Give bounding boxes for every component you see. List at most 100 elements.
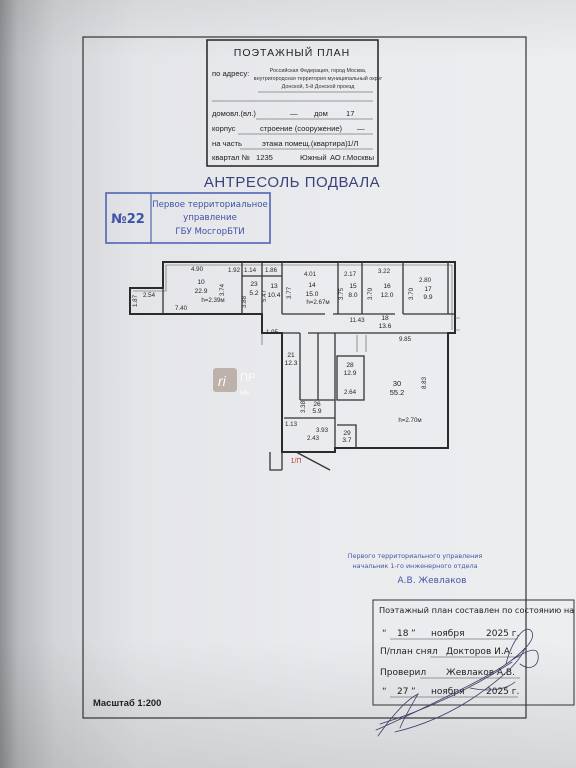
room-area: 12.3 <box>285 360 298 367</box>
room-number: 17 <box>424 286 432 293</box>
room-area: 5.2 <box>249 290 258 297</box>
survey-box-frame <box>372 599 575 706</box>
handwritten-signatures <box>375 629 539 737</box>
room-29-walls <box>337 424 357 448</box>
domovl-label: домовл.(вл.) <box>212 109 256 118</box>
dimension-label: 4.01 <box>304 271 317 278</box>
bti-stamp: №22 Первое территориальное управление ГБ… <box>105 192 271 244</box>
survey-caption: Поэтажный план составлен по состоянию на <box>379 605 574 615</box>
dimension-label: 3.38 <box>300 400 307 413</box>
stamp-line-3: ГБУ МосгорБТИ <box>175 227 244 237</box>
dimension-ticks <box>261 317 460 345</box>
header-box: ПОЭТАЖНЫЙ ПЛАН по адресу: Российская Фед… <box>206 39 382 167</box>
room-area: 12.0 <box>381 292 394 299</box>
date2-month: ноября <box>431 687 464 697</box>
etazh-label: этажа помещ.(квартира) <box>262 139 348 148</box>
survey-info-box: Поэтажный план составлен по состоянию на… <box>372 599 575 706</box>
address-line-2: внутригородская территория муниципальный… <box>254 75 382 82</box>
dimension-label: 8.83 <box>421 376 428 389</box>
dimension-label: 2.17 <box>344 271 357 278</box>
ceiling-height-label: h=2.70м <box>398 417 421 424</box>
date2-year: 2025 г. <box>486 687 519 697</box>
scale-label: Масштаб 1:200 <box>93 697 161 708</box>
approval-line-1: Первого территориального управления <box>348 552 483 560</box>
dimension-label: 2.54 <box>143 292 156 299</box>
date1-close-quote: ” <box>411 629 416 639</box>
dimension-label: 1.14 <box>244 267 257 274</box>
room-area: 12.9 <box>344 370 357 377</box>
ceiling-height-label: h=2.39м <box>201 297 224 304</box>
dom-label: дом <box>314 109 328 118</box>
room-area: 15.0 <box>306 291 319 298</box>
room-number: 18 <box>381 315 389 322</box>
dimension-label: 3.75 <box>338 287 345 300</box>
header-frame <box>206 39 379 167</box>
approval-line-2: начальник 1-го инженерного отдела <box>352 562 477 570</box>
date1-year: 2025 г. <box>486 629 519 639</box>
dimension-label: 5.47 <box>261 289 268 302</box>
signature-checker-stroke <box>379 661 516 725</box>
dimension-label: 3.77 <box>286 286 293 299</box>
date1-month: ноября <box>431 629 464 639</box>
signature-checker-stroke <box>377 693 420 737</box>
room-area: 8.0 <box>348 292 357 299</box>
dimension-label: 2.64 <box>344 389 357 396</box>
dimension-label: 1.95 <box>266 329 279 336</box>
document-title: ПОЭТАЖНЫЙ ПЛАН <box>234 46 350 59</box>
room-number: 13 <box>270 283 278 290</box>
room-area: 10.4 <box>268 292 281 299</box>
stroenie-label: строение (сооружение) <box>260 124 343 133</box>
stamp-line-2: управление <box>183 213 237 223</box>
outer-wall-inner-line <box>133 264 453 330</box>
date2-close-quote: ” <box>411 687 416 697</box>
dimension-label: 3.93 <box>316 427 329 434</box>
watermark-fragment: ПР <box>240 372 255 384</box>
surveyor-label: П/план снял <box>380 647 438 657</box>
room-area: 9.9 <box>423 294 432 301</box>
entrance-stub <box>269 451 331 471</box>
room-number: 23 <box>250 281 258 288</box>
dimension-label: 1.13 <box>285 421 298 428</box>
dimension-label: 3.22 <box>378 268 391 275</box>
page-border <box>82 36 527 719</box>
dimension-label: 7.40 <box>175 305 188 312</box>
kvartal-label: квартал № <box>212 153 250 162</box>
stamp-line-1: Первое территориальное <box>152 200 268 210</box>
approval-block: Первого территориального управления нача… <box>348 552 483 586</box>
interior-wall <box>299 333 335 401</box>
room-area: 22.9 <box>195 288 208 295</box>
dimension-label: 1.87 <box>132 294 139 307</box>
room-number: 26 <box>313 401 321 408</box>
date1-open-quote: “ <box>382 629 387 639</box>
room-number: 29 <box>343 430 351 437</box>
date1-day: 18 <box>397 629 409 639</box>
room-area: 13.6 <box>379 323 392 330</box>
dom-value: 17 <box>346 109 354 118</box>
pomeshch-value: 1/Л <box>347 139 358 148</box>
korpus-label: корпус <box>212 124 236 133</box>
room-number: 16 <box>383 283 391 290</box>
dimension-label: 2.80 <box>419 277 432 284</box>
floor-plan: 4.90 10 22.9 h=2.39м 7.40 2.54 1.87 3.74… <box>129 261 460 471</box>
ceiling-height-label: h=2.67м <box>306 299 329 306</box>
room-number: 30 <box>393 379 401 388</box>
address-line-3: Донской, 5-й Донской проезд <box>282 83 356 90</box>
date2-day: 27 <box>397 687 408 697</box>
room-area: 55.2 <box>390 388 404 397</box>
address-line-1: Российская Федерация, город Москва, <box>270 67 367 74</box>
room-number: 14 <box>308 282 316 289</box>
stamp-frame <box>105 192 271 244</box>
date2-open-quote: “ <box>382 687 387 697</box>
dimension-label: 1.92 <box>228 267 241 274</box>
room-28-walls <box>336 355 365 401</box>
dimension-label: 2.43 <box>307 435 320 442</box>
watermark-logo-icon <box>213 368 237 392</box>
watermark-fragment: НЕ <box>240 390 250 397</box>
okrug-value: Южный <box>300 153 327 162</box>
stroenie-value: — <box>357 124 365 133</box>
domovl-value: — <box>290 109 298 118</box>
room-area: 3.7 <box>342 437 351 444</box>
stair-lines <box>356 335 367 352</box>
